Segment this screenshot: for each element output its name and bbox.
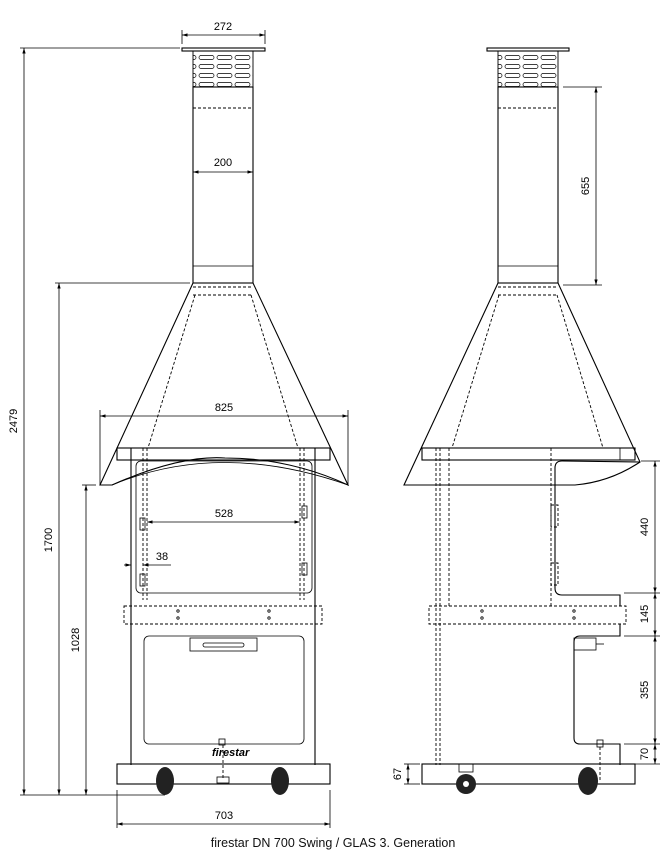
hinge xyxy=(139,517,146,531)
hood xyxy=(99,282,350,487)
side-view xyxy=(403,47,641,795)
flue-pipe xyxy=(192,86,254,284)
door-handle xyxy=(573,637,597,651)
log-storage-door xyxy=(143,635,305,745)
dim-shelf-height: 145 xyxy=(639,605,651,623)
door-handle-plate xyxy=(189,637,258,652)
dim-lower-opening: 355 xyxy=(639,681,651,699)
dim-hood-bottom-height: 1028 xyxy=(70,628,82,652)
dim-base-height: 67 xyxy=(392,768,404,780)
hinge xyxy=(301,505,308,519)
side-dimensions: 655 440 145 355 70 67 xyxy=(392,86,660,785)
caster-wheel xyxy=(578,767,598,795)
hood xyxy=(403,282,641,486)
dim-flue-pipe-height: 655 xyxy=(580,177,592,195)
front-dimensions: 272 200 825 528 38 703 2479 1700 1028 xyxy=(8,21,349,828)
flue-pipe xyxy=(497,86,559,284)
dim-flue-pipe-width: 200 xyxy=(214,157,232,169)
dim-hood-width: 825 xyxy=(215,402,233,414)
flue-grate xyxy=(497,50,559,88)
dim-base-width: 703 xyxy=(215,810,233,822)
top-plate xyxy=(421,447,636,461)
hinge xyxy=(301,562,308,576)
door-handle xyxy=(202,642,245,648)
drawing-caption: firestar DN 700 Swing / GLAS 3. Generati… xyxy=(210,836,456,850)
glass-door xyxy=(135,460,313,594)
caster-wheel xyxy=(156,767,174,795)
hinge xyxy=(550,504,559,528)
caster-wheel xyxy=(271,767,289,795)
brand-logo: firestar xyxy=(212,747,250,759)
dim-frame-offset: 38 xyxy=(156,551,168,563)
base xyxy=(116,763,331,785)
top-plate xyxy=(116,447,331,461)
hinge xyxy=(139,573,146,587)
flue-grate xyxy=(192,50,254,88)
dim-total-height: 2479 xyxy=(8,409,20,433)
dim-door-height: 440 xyxy=(639,518,651,536)
shelf xyxy=(428,605,627,625)
front-view: firestar xyxy=(99,47,350,795)
dim-glass-width: 528 xyxy=(215,508,233,520)
dim-lower-gap: 70 xyxy=(639,748,651,760)
base xyxy=(421,763,636,785)
hinge xyxy=(550,562,559,586)
dim-hood-top-height: 1700 xyxy=(43,528,55,552)
shelf xyxy=(123,605,323,625)
dim-flue-cap-width: 272 xyxy=(214,21,232,33)
